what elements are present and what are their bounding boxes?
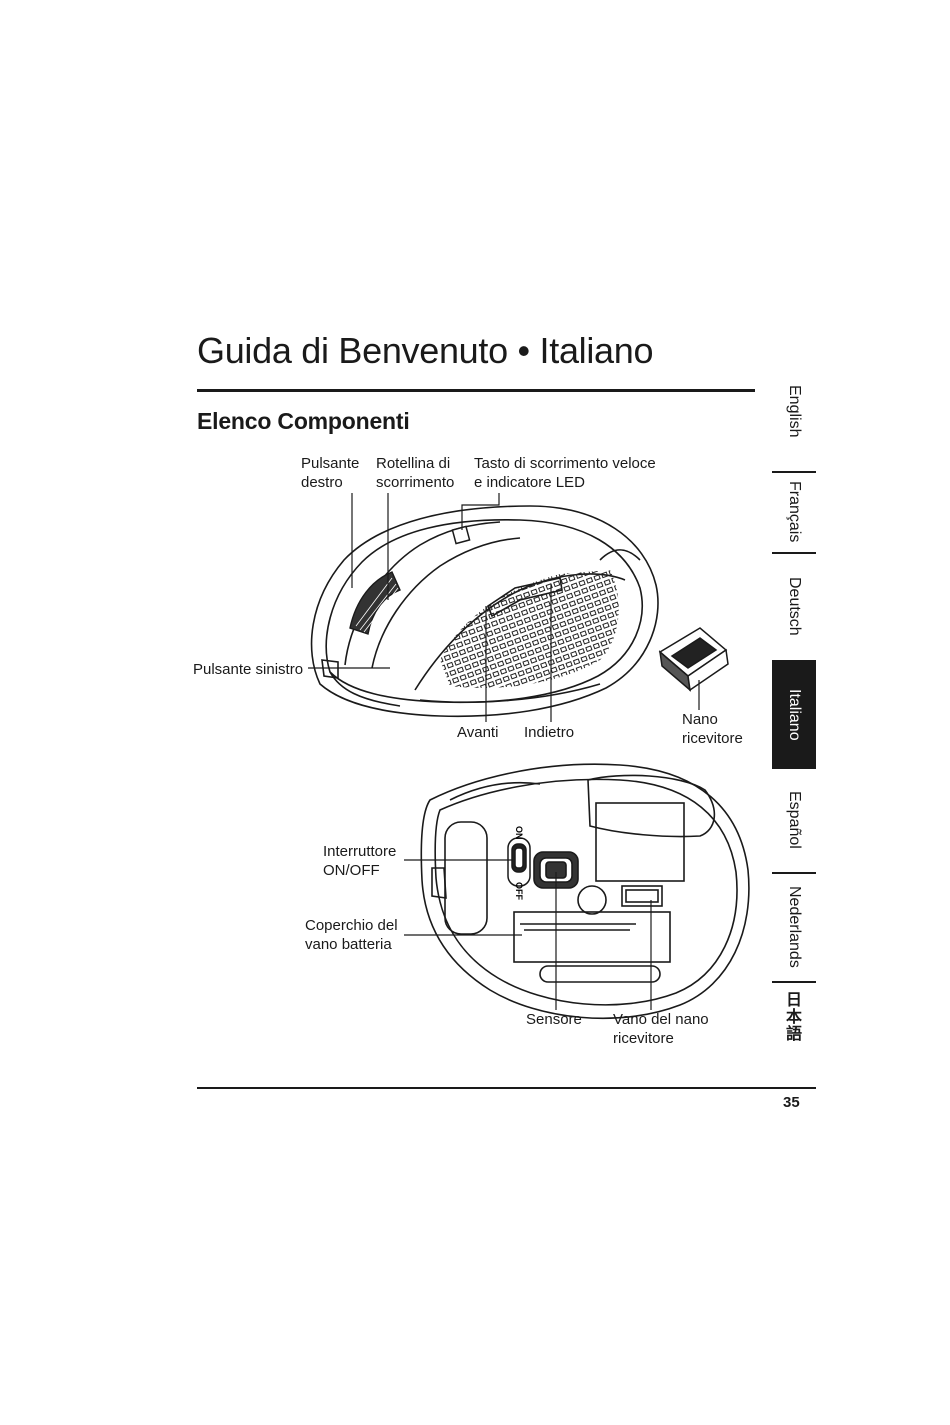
switch-on-label: ON xyxy=(514,826,524,840)
tab-japanese[interactable]: 日本語 xyxy=(772,992,816,1064)
tab-divider xyxy=(772,552,816,554)
leader-lines-bottom xyxy=(404,859,652,1010)
tab-francais-label: Français xyxy=(786,481,803,543)
section-title: Elenco Componenti xyxy=(197,408,410,434)
tab-nederlands[interactable]: Nederlands xyxy=(772,874,816,980)
scroll-wheel-drawing xyxy=(349,571,401,635)
footer-divider xyxy=(197,1087,816,1089)
tab-nederlands-label: Nederlands xyxy=(786,886,803,968)
callout-battery-cover: Coperchio del vano batteria xyxy=(305,917,398,953)
callout-receiver-slot: Vano del nano ricevitore xyxy=(613,1011,709,1047)
callout-back: Indietro xyxy=(524,724,575,741)
callout-fast-scroll: Tasto di scorrimento veloce e indicatore… xyxy=(474,455,656,491)
tab-divider xyxy=(772,981,816,983)
led-button-drawing xyxy=(451,525,471,545)
tab-espanol-label: Español xyxy=(786,791,803,849)
tab-english-label: English xyxy=(786,384,803,438)
leader-lines-top xyxy=(308,493,700,722)
tab-italiano-label: Italiano xyxy=(786,688,803,741)
tab-italiano[interactable]: Italiano xyxy=(772,660,816,769)
title-divider xyxy=(197,389,755,392)
tab-espanol[interactable]: Español xyxy=(772,770,816,870)
power-switch-drawing xyxy=(507,837,531,887)
callout-power-switch: Interruttore ON/OFF xyxy=(323,843,397,879)
tab-deutsch[interactable]: Deutsch xyxy=(772,554,816,658)
sensor-drawing xyxy=(533,851,579,889)
grip-texture xyxy=(440,570,619,688)
callout-right-button: Pulsante destro xyxy=(301,454,359,492)
callout-forward: Avanti xyxy=(457,724,499,741)
tab-english[interactable]: English xyxy=(772,352,816,470)
mouse-bottom-view xyxy=(420,763,750,1020)
nano-receiver-drawing xyxy=(658,627,729,692)
tab-divider xyxy=(772,471,816,473)
page-title: Guida di Benvenuto • Italiano xyxy=(197,330,654,371)
tab-francais[interactable]: Français xyxy=(772,473,816,551)
page-number: 35 xyxy=(783,1094,800,1111)
switch-off-label: OFF xyxy=(514,882,524,900)
callout-right-button-line1: Pulsante xyxy=(301,455,360,472)
tab-japanese-label: 日本語 xyxy=(785,992,802,1043)
callout-sensor: Sensore xyxy=(526,1011,582,1028)
tab-deutsch-label: Deutsch xyxy=(786,576,803,636)
callout-left-button: Pulsante sinistro xyxy=(193,661,304,678)
tab-divider xyxy=(772,872,816,874)
callout-right-button-line2: destro xyxy=(301,474,343,491)
callout-nano-receiver: Nano ricevitore xyxy=(682,711,743,747)
callout-scroll-wheel: Rotellina di scorrimento xyxy=(376,455,455,491)
